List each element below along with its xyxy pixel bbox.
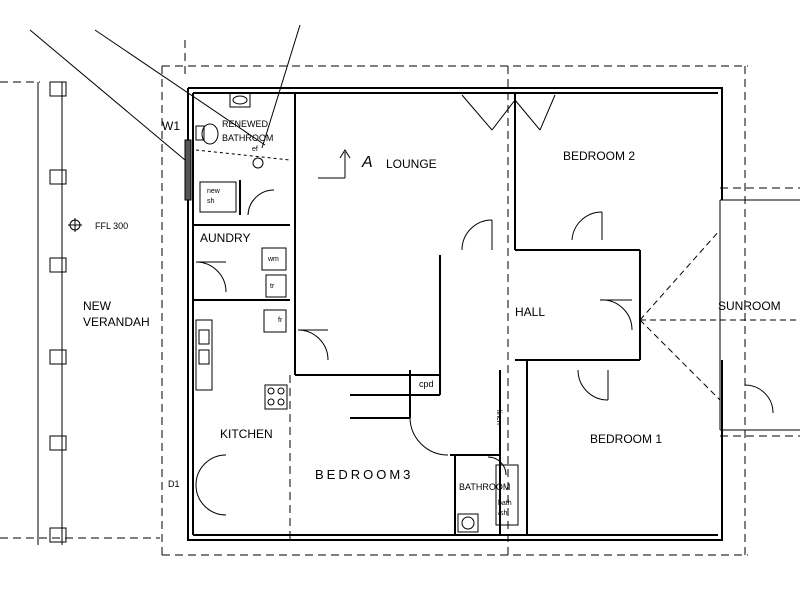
fixture-label-ef: ef [252, 146, 258, 153]
fixture-label-sh: sh [207, 198, 215, 205]
room-label-bedroom-3: BEDROOM3 [315, 467, 414, 482]
fixture-label-wm: wm [268, 256, 279, 263]
room-label-renewed: RENEWED [222, 119, 269, 129]
fixture-label-linen: linen [495, 410, 502, 425]
fixture-label-bath-sh: /sh [498, 510, 508, 517]
level-label-ffl: FFL 300 [95, 221, 129, 231]
internal-walls [193, 93, 723, 535]
fixture-label-cpd: cpd [419, 379, 434, 389]
area-label-verandah: VERANDAH [83, 315, 150, 329]
room-label-bedroom-1: BEDROOM 1 [590, 432, 663, 446]
verandah-structure [29, 24, 301, 545]
room-label-bedroom-2: BEDROOM 2 [563, 149, 636, 163]
dashed-grid [0, 40, 800, 560]
robe-lines [461, 94, 556, 131]
section-marker-icon [318, 149, 351, 179]
door-label-d1: D1 [168, 479, 180, 489]
room-label-bathroom-small: BATHROOM [459, 482, 511, 492]
room-label-renewed-bathroom: BATHROOM [222, 133, 274, 143]
room-label-hall: HALL [515, 305, 546, 319]
area-label-new: NEW [83, 299, 111, 313]
door-swings [195, 189, 774, 516]
fixture-label-tr: tr [270, 283, 275, 290]
sunroom-walls [639, 199, 800, 431]
room-label-laundry: AUNDRY [200, 231, 251, 245]
fixture-label-new: new [207, 188, 220, 195]
window-label-w1: W1 [162, 119, 180, 133]
room-label-lounge: LOUNGE [386, 157, 437, 171]
kitchen-fixtures [184, 92, 519, 533]
room-label-sunroom: SUNROOM [718, 299, 781, 313]
fixture-label-bath: bath [498, 500, 512, 507]
room-label-kitchen: KITCHEN [220, 427, 273, 441]
level-marker-icon [68, 218, 82, 232]
fixture-label-fr: fr [278, 317, 283, 324]
section-label-a: A [362, 154, 373, 171]
